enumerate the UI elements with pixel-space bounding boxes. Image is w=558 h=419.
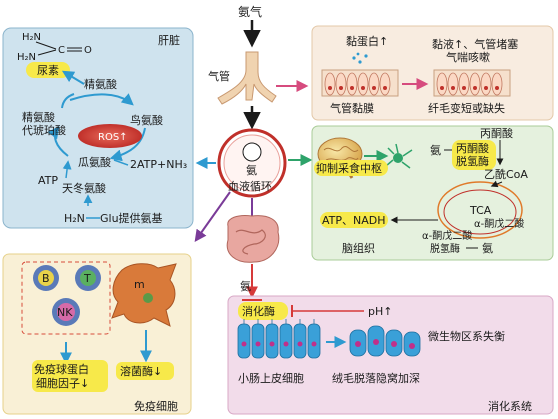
macrophage-icon	[111, 263, 177, 327]
tca-outer-ring	[437, 181, 523, 239]
b-cell-label: B	[42, 272, 50, 285]
epithelium-cells	[237, 319, 321, 359]
liver-title: 肝脏	[158, 34, 180, 47]
suppress-label-bg	[314, 160, 388, 176]
atp-nadh-bg	[320, 212, 388, 228]
cilia-label: 纤毛变短或缺失	[428, 101, 505, 115]
microbiota-label: 微生物区系失衡	[428, 329, 505, 343]
enzyme-label: 消化酶	[242, 304, 275, 318]
lysozyme-label-bg	[116, 362, 174, 380]
ph-label: pH↑	[368, 305, 392, 318]
ammonia-circle	[242, 142, 262, 162]
ig-line2: 细胞因子↓	[36, 377, 89, 390]
pdh-line1: 丙酮酸	[456, 141, 489, 155]
h2n-bottom-label: H₂N	[64, 212, 85, 225]
urea-bond-1	[35, 41, 57, 50]
digestive-panel: 氨 消化酶 pH↑ 微生物区系失衡	[227, 280, 554, 415]
pdh-label-bg	[452, 140, 496, 170]
arrow-to-urea	[61, 70, 85, 85]
circulation-inner	[223, 134, 281, 192]
mucosa-label: 气管黏膜	[330, 101, 374, 115]
immune-title: 免疫细胞	[134, 399, 178, 413]
ros-label: ROS↑	[98, 132, 128, 143]
neuron-icon	[385, 143, 413, 169]
aspartate-label: 天冬氨酸	[62, 181, 106, 195]
akg-line2: 脱氢酶	[430, 242, 460, 255]
brain-panel: 氨 丙酮酸 丙酮酸 脱氢酶 乙酰CoA 抑制采食中枢 TCA α-酮戊二酸 AT…	[311, 125, 554, 261]
trachea-shape	[217, 51, 277, 105]
atp-nh3-label: 2ATP+NH₃	[130, 158, 187, 171]
b-cell-inner	[38, 270, 54, 286]
immune-panel: B T NK m 免疫球蛋白 细胞因子↓ 溶菌酶↓ 免疫细胞	[2, 253, 192, 415]
citrulline-label: 瓜氨酸	[78, 155, 111, 169]
epithelium-label: 小肠上皮细胞	[238, 372, 304, 385]
cycle-arrow-arg-orn	[69, 93, 134, 106]
acetyl-coa-label: 乙酰CoA	[484, 167, 528, 181]
nk-cell-label: NK	[57, 306, 73, 319]
center-pathway: 氨气 气管 氨 血液循环	[194, 4, 313, 299]
acetyl-to-tca	[490, 180, 503, 188]
epithelium-cells-damaged	[349, 325, 421, 357]
lysozyme-label: 溶菌酶↓	[120, 364, 162, 378]
atp-label: ATP	[38, 174, 58, 187]
ig-line1: 免疫球蛋白	[34, 362, 89, 376]
circulation-label: 血液循环	[228, 179, 272, 193]
ig-label-bg	[32, 360, 108, 392]
urea-oxygen: O	[84, 45, 92, 56]
ammonia-gas-label: 氨气	[238, 4, 262, 19]
intestine-icon	[226, 215, 280, 263]
pyruvate-label: 丙酮酸	[480, 126, 513, 140]
digest-ammonia-label: 氨	[240, 280, 251, 293]
circulation-ammonia: 氨	[246, 164, 257, 177]
ros-cell	[78, 124, 142, 148]
tca-label: TCA	[469, 204, 492, 217]
t-cell-label: T	[83, 272, 91, 285]
trachea-label: 气管	[208, 69, 230, 83]
liver-panel: 肝脏 H₂N H₂N C O 尿素 精氨酸 鸟氨酸 ROS↑ 精氨酸 代琥珀酸 …	[2, 27, 194, 229]
tca-inner-ring	[443, 189, 517, 235]
mucosa-cells-damaged	[433, 69, 511, 97]
suppress-label: 抑制采食中枢	[316, 161, 382, 175]
atp-nadh-label: ATP、NADH	[322, 214, 386, 227]
urea-label: 尿素	[37, 64, 59, 77]
akg-right-label: α-酮戊二酸	[474, 217, 524, 230]
urea-h2n-mid: H₂N	[17, 52, 36, 63]
argininosuccinate-line2: 代琥珀酸	[22, 123, 66, 137]
aspartate-arrow	[62, 160, 72, 179]
urea-bond-2	[37, 49, 57, 56]
argininosuccinate-line1: 精氨酸	[22, 110, 55, 124]
villi-label: 绒毛脱落隐窝加深	[332, 371, 420, 385]
digestive-title: 消化系统	[488, 399, 532, 413]
urea-h2n-top: H₂N	[22, 32, 41, 43]
cycle-arrow-as-arg	[61, 93, 75, 109]
atp-nh3-connector	[113, 159, 129, 166]
urea-label-bg	[26, 62, 70, 78]
akg-line1: α-酮戊二酸	[422, 229, 472, 242]
brain-tissue-label: 脑组织	[342, 241, 375, 255]
urea-carbon: C	[58, 45, 65, 56]
macrophage-label: m	[134, 278, 145, 291]
arrow-to-immune	[194, 191, 231, 242]
mucosa-cells	[321, 52, 399, 97]
cycle-arrow-cit-as	[47, 126, 69, 157]
ornithine-label: 鸟氨酸	[130, 113, 163, 127]
brain-ammonia-bottom: 氨	[482, 242, 493, 255]
circulation-ring	[217, 128, 287, 198]
airway-effects-line2: 气喘咳嗽	[446, 50, 490, 64]
macrophage-nucleus	[143, 293, 153, 303]
arginine-label: 精氨酸	[84, 77, 117, 91]
airway-effects-line1: 黏液↑、气管堵塞	[432, 37, 518, 51]
pdh-line2: 脱氢酶	[456, 154, 489, 168]
brain-ammonia-label: 氨	[430, 144, 441, 157]
cycle-arrow-orn-cit	[109, 127, 146, 162]
nk-cell-inner	[57, 303, 75, 321]
mucin-label: 黏蛋白↑	[346, 34, 388, 48]
glu-label: Glu提供氨基	[100, 211, 163, 225]
enzyme-label-bg	[238, 302, 288, 320]
airway-panel: 黏蛋白↑ 黏液↑、气管堵塞 气喘咳嗽	[311, 25, 554, 121]
t-cell-inner	[80, 270, 96, 286]
lymphocyte-box	[21, 261, 111, 335]
